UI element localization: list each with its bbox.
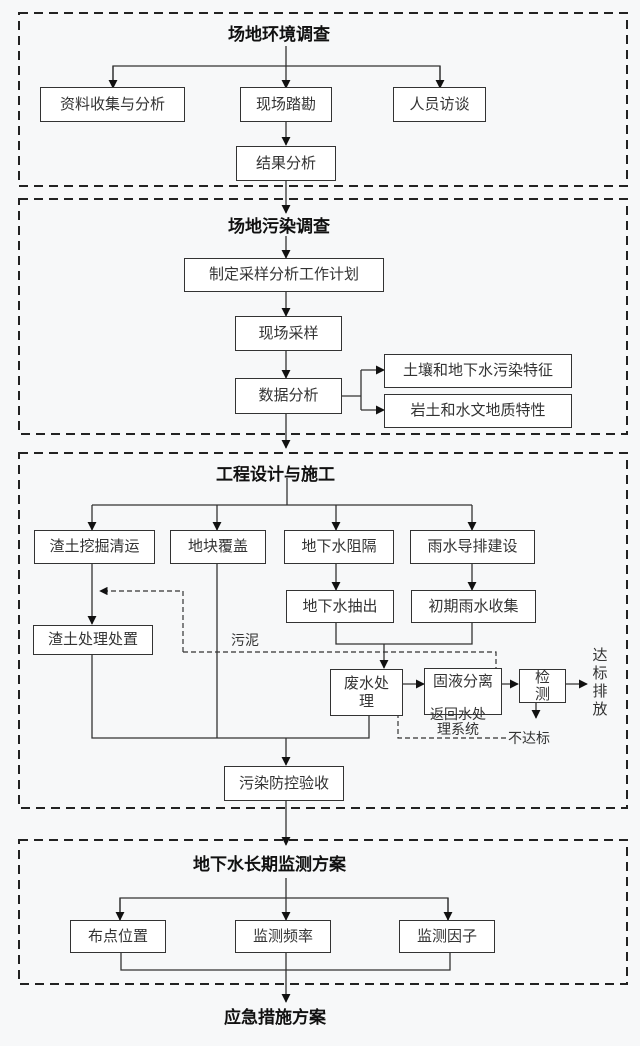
section-title-pollution-survey: 场地污染调查 xyxy=(228,217,330,237)
label-sludge: 污泥 xyxy=(231,633,259,649)
final-emergency-plan: 应急措施方案 xyxy=(224,1008,326,1028)
node-wastewater-treatment: 废水处理 xyxy=(330,669,403,716)
node-pollution-acceptance: 污染防控验收 xyxy=(224,766,344,801)
node-soil-groundwater-features: 土壤和地下水污染特征 xyxy=(384,354,572,388)
label-not-meet-standard: 不达标 xyxy=(508,731,550,747)
node-monitoring-factors: 监测因子 xyxy=(399,920,495,953)
node-point-location: 布点位置 xyxy=(70,920,166,953)
node-sampling-plan: 制定采样分析工作计划 xyxy=(184,258,384,292)
node-groundwater-barrier: 地下水阻隔 xyxy=(284,530,394,564)
label-meet-standard-discharge: 达标排放 xyxy=(592,646,608,718)
node-geology-hydrology: 岩土和水文地质特性 xyxy=(384,394,572,428)
node-initial-rainwater: 初期雨水收集 xyxy=(411,590,536,623)
label-return-water: 返回水处理系统 xyxy=(430,707,486,739)
node-testing: 检测 xyxy=(519,668,566,703)
section-frame-3 xyxy=(18,452,628,809)
node-data-collection: 资料收集与分析 xyxy=(40,87,185,122)
section-frame-1 xyxy=(18,12,628,187)
section-title-engineering: 工程设计与施工 xyxy=(216,465,335,485)
section-title-groundwater-monitoring: 地下水长期监测方案 xyxy=(193,855,346,875)
node-solid-liquid-separation: 固液分离 xyxy=(424,668,502,715)
section-frame-2 xyxy=(18,198,628,435)
node-site-survey: 现场踏勘 xyxy=(240,87,332,122)
node-monitoring-frequency: 监测频率 xyxy=(235,920,331,953)
node-data-analysis: 数据分析 xyxy=(235,378,342,414)
node-land-cover: 地块覆盖 xyxy=(170,530,266,564)
node-excavation: 渣土挖掘清运 xyxy=(34,530,155,564)
node-groundwater-extraction: 地下水抽出 xyxy=(286,590,394,623)
node-interviews: 人员访谈 xyxy=(393,87,486,122)
node-field-sampling: 现场采样 xyxy=(235,316,342,351)
node-rainwater-drainage: 雨水导排建设 xyxy=(410,530,535,564)
node-soil-treatment: 渣土处理处置 xyxy=(33,625,153,655)
section-frame-4 xyxy=(18,839,628,985)
node-result-analysis: 结果分析 xyxy=(236,146,336,181)
section-title-site-environment: 场地环境调查 xyxy=(228,25,330,45)
